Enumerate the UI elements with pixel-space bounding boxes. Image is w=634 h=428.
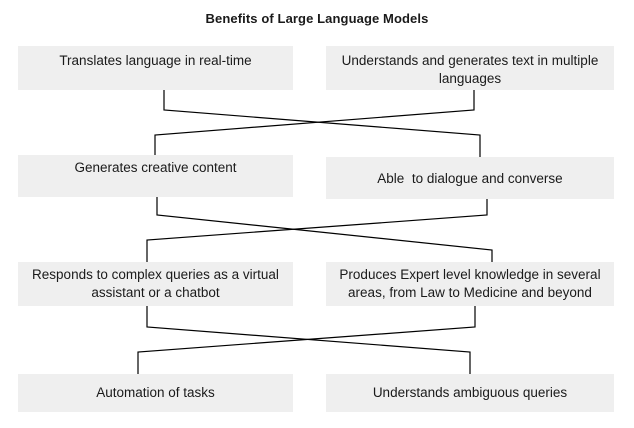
benefit-box-4: Able to dialogue and converse [326,157,614,199]
benefit-box-2: Understands and generates text in multip… [326,46,614,90]
benefit-text-8: Understands ambiguous queries [372,385,568,400]
connector-box4-to-box5 [146,199,488,262]
benefit-text-2: Understands and generates text in multip… [341,53,599,86]
connector-box2-to-box3 [154,90,475,155]
benefit-text-6: Produces Expert level knowledge in sever… [339,267,601,300]
benefit-box-3: Generates creative content [18,155,293,197]
benefit-box-8: Understands ambiguous queries [326,374,614,412]
benefit-box-1: Translates language in real-time [18,46,293,90]
benefit-text-1: Translates language in real-time [59,53,252,68]
benefit-box-7: Automation of tasks [18,374,293,412]
connector-box5-to-box8 [146,306,471,374]
benefit-text-3: Generates creative content [74,160,237,175]
connector-box6-to-box7 [137,306,476,374]
benefit-text-5: Responds to complex queries as a virtual… [32,267,279,300]
benefit-box-6: Produces Expert level knowledge in sever… [326,262,614,306]
benefit-text-7: Automation of tasks [96,385,215,400]
diagram-title: Benefits of Large Language Models [205,11,429,26]
benefit-text-4: Able to dialogue and converse [377,171,563,186]
connector-box3-to-box6 [156,197,493,262]
benefit-box-5: Responds to complex queries as a virtual… [18,262,293,306]
connector-box1-to-box4 [163,90,481,157]
